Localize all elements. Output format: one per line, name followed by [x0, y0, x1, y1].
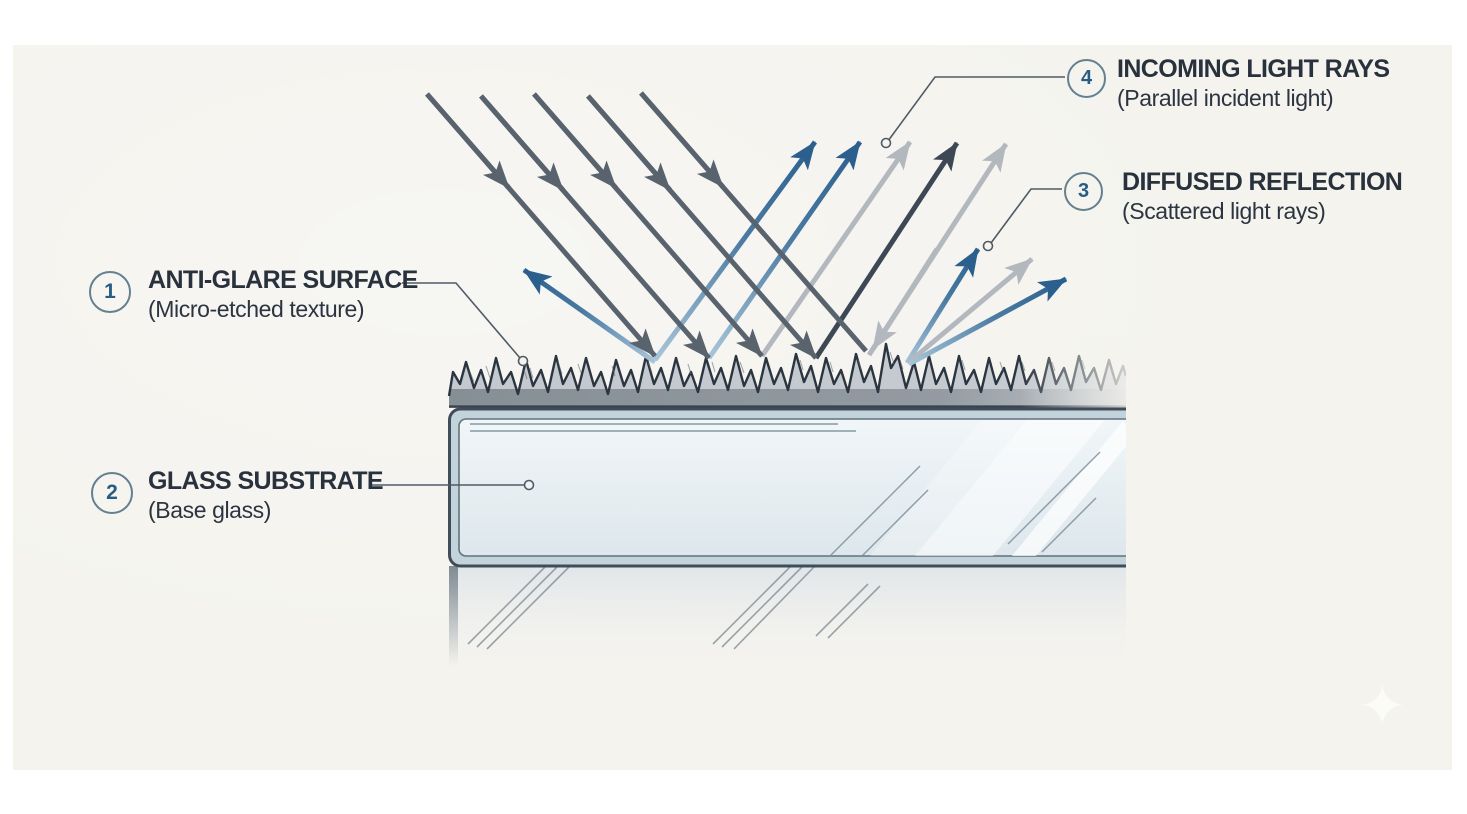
surface-band-fill — [449, 344, 1126, 408]
leader-lines — [371, 76, 1065, 491]
incoming-ray-mid-arrowheads — [425, 91, 725, 192]
below-glass-hatch-lines — [467, 566, 881, 650]
glass-substrate — [448, 407, 1126, 568]
callout-title: DIFFUSED REFLECTION — [1122, 168, 1403, 196]
scattered-ray-gray-down — [870, 247, 940, 351]
callout-number-badge: 4 — [1067, 59, 1106, 98]
leader-anti-glare — [402, 282, 521, 359]
surface-jagged-outline — [447, 342, 1126, 397]
incoming-light-rays — [425, 91, 868, 360]
callout-subtitle: (Scattered light rays) — [1122, 198, 1326, 224]
leader-dot — [880, 137, 892, 149]
glass-diagonal-detail-lines — [829, 451, 1101, 557]
callout-title: GLASS SUBSTRATE — [148, 467, 384, 495]
reflected-ray-blue — [904, 247, 981, 365]
callout-subtitle: (Parallel incident light) — [1117, 85, 1334, 111]
leader-diffused — [990, 188, 1062, 244]
leader-dot — [517, 355, 529, 367]
surface-peaks-highlight — [449, 344, 1126, 396]
glass-edge-highlight-lines — [470, 423, 856, 432]
glass-reflection-below — [449, 566, 1126, 672]
callout-subtitle: (Micro-etched texture) — [148, 296, 365, 322]
reflected-ray-gray — [759, 140, 913, 358]
anti-glare-surface-band — [447, 335, 1126, 410]
reflected-ray-blue — [907, 276, 1068, 367]
sparkle-icon: ✦ — [1358, 674, 1407, 739]
leader-incoming — [887, 76, 1065, 142]
callout-number-badge: 3 — [1064, 172, 1103, 211]
glass-shine-streaks — [860, 420, 1126, 556]
callout-subtitle: (Base glass) — [148, 497, 272, 523]
callout-title: INCOMING LIGHT RAYS — [1117, 55, 1390, 83]
reflected-ray-gray — [906, 257, 1034, 365]
callout-number-badge: 2 — [91, 472, 133, 514]
callout-number-badge: 1 — [89, 271, 131, 313]
leader-dot — [982, 240, 994, 252]
leader-dot — [523, 479, 535, 491]
callout-title: ANTI-GLARE SURFACE — [148, 266, 418, 294]
